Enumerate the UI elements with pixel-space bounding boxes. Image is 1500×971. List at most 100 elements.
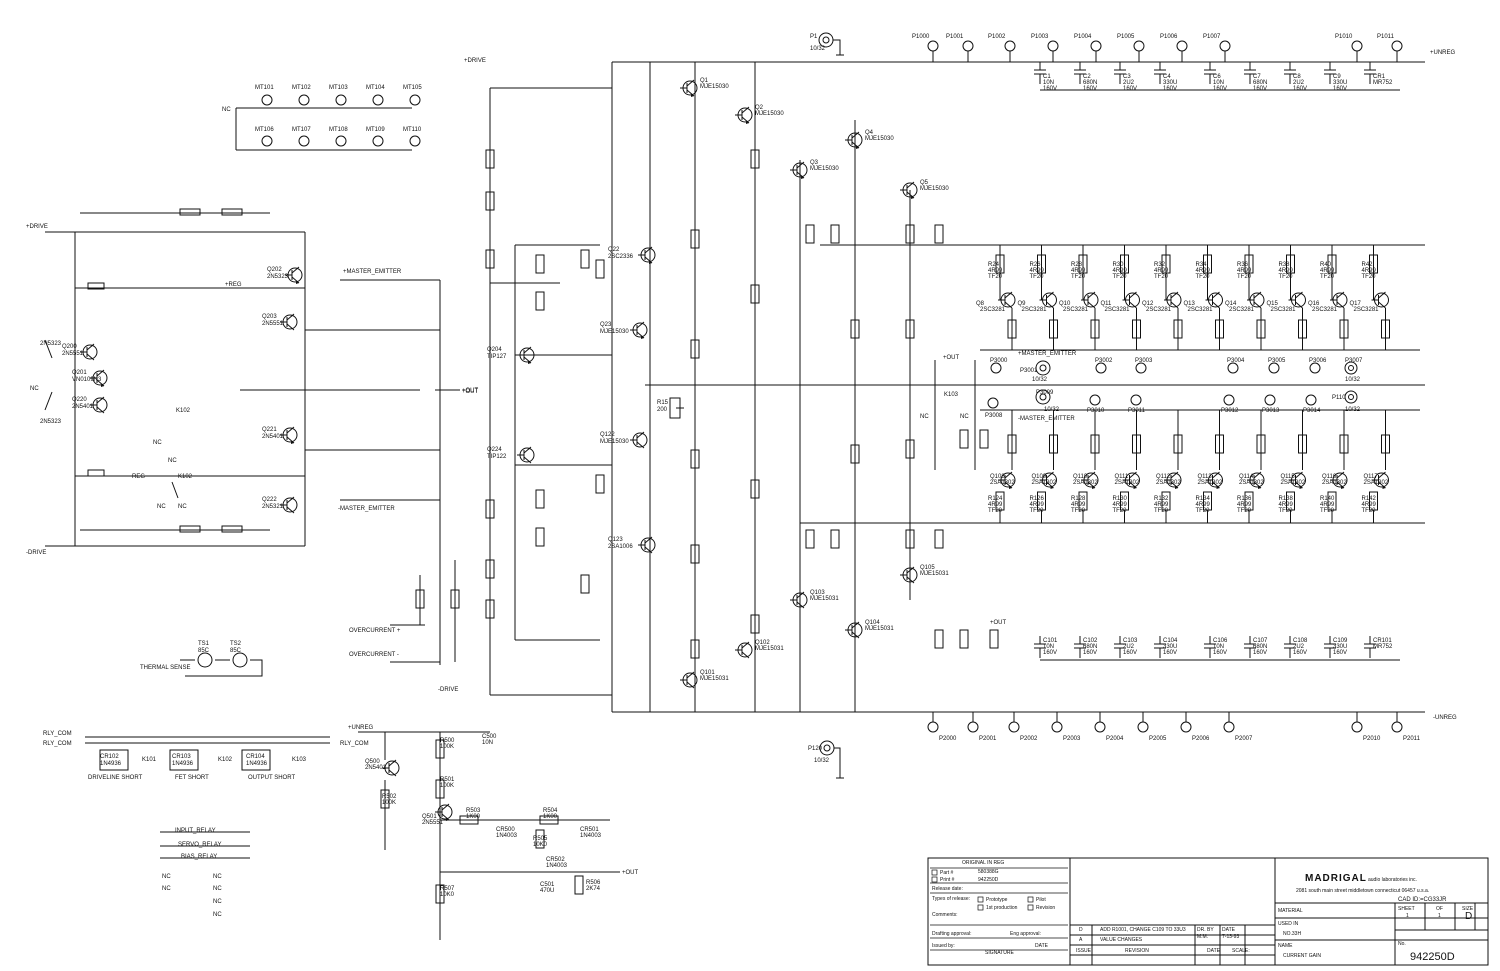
driver-npn-transistor[interactable] [735, 641, 753, 659]
output-npn-transistor[interactable] [1371, 471, 1389, 489]
output-pnp-transistor[interactable] [1039, 291, 1057, 309]
output-npn-transistor[interactable] [1330, 471, 1348, 489]
pin-p2004[interactable]: P2004 [1094, 712, 1124, 742]
servo-part-ref: R506 [586, 880, 601, 886]
output-npn-transistor[interactable] [1122, 471, 1140, 489]
output-npn-transistor[interactable] [1081, 471, 1099, 489]
pin-p3014[interactable]: P3014 [1303, 394, 1321, 414]
connector-p3009[interactable]: P3009 10/32 [1035, 389, 1060, 413]
trimmer-r15[interactable]: R15 200 [657, 397, 684, 419]
output-npn-emitter-resistor [1090, 434, 1100, 454]
driver-npn-transistor[interactable] [680, 671, 698, 689]
output-pnp-transistor[interactable] [998, 291, 1016, 309]
connector-p120[interactable]: P120 10/32 [808, 740, 844, 779]
servo-part-value: 1K00 [466, 814, 481, 820]
svg-text:P3014: P3014 [1303, 408, 1321, 414]
pin-p2005[interactable]: P2005 [1137, 712, 1167, 742]
pin-p3013[interactable]: P3013 [1262, 394, 1280, 414]
pin-p1001[interactable]: P1001 [946, 34, 974, 62]
pin-p3002[interactable]: P3002 [1095, 358, 1113, 374]
pin-p3000[interactable]: P3000 [990, 358, 1008, 374]
connector-p1[interactable]: P1 10/32 [810, 32, 844, 56]
mid-transistor[interactable] [517, 446, 535, 464]
driver-pnp-transistor[interactable] [735, 106, 753, 124]
output-pnp-transistor[interactable] [1371, 291, 1389, 309]
output-npn-resistor-ref: R130 [1113, 496, 1128, 502]
svg-text:NC: NC [213, 874, 222, 880]
left-transistor[interactable] [280, 313, 298, 331]
left-transistor[interactable] [285, 266, 303, 284]
tb-first-production: 1st production [986, 905, 1018, 911]
output-pnp-transistor[interactable] [1247, 291, 1265, 309]
left-transistor[interactable] [90, 396, 108, 414]
output-npn-transistor[interactable] [1247, 471, 1265, 489]
pin-p1010[interactable]: P1010 [1335, 34, 1363, 62]
output-pnp-transistor[interactable] [1205, 291, 1223, 309]
servo-transistor[interactable] [382, 759, 400, 777]
top-cap [1154, 62, 1166, 84]
pin-p1005[interactable]: P1005 [1117, 34, 1145, 62]
top-cap-value: 680N [1253, 80, 1267, 86]
output-pnp-transistor[interactable] [1288, 291, 1306, 309]
bottom-cap-ref: C108 [1293, 638, 1308, 644]
pin-p3005[interactable]: P3005 [1268, 358, 1286, 374]
title-block [927, 857, 1489, 966]
pin-p2001[interactable]: P2001 [967, 712, 997, 742]
output-pnp-part: 2SC3281 [1312, 307, 1338, 313]
mid-transistor-part: MJE15030 [600, 329, 629, 335]
pin-p3010[interactable]: P3010 [1087, 394, 1105, 414]
pin-p2003[interactable]: P2003 [1051, 712, 1081, 742]
pin-p3006[interactable]: P3006 [1309, 358, 1327, 374]
servo-part-ref: C501 [540, 882, 555, 888]
pin-p2010[interactable]: P2010 [1351, 712, 1381, 742]
mid-transistor[interactable] [630, 321, 648, 339]
pin-p2002[interactable]: P2002 [1008, 712, 1038, 742]
left-transistor[interactable] [90, 369, 108, 387]
output-npn-transistor[interactable] [1288, 471, 1306, 489]
pin-p1007[interactable]: P1007 [1203, 34, 1231, 62]
servo-part-value: 1N4003 [546, 863, 568, 869]
pin-p1002[interactable]: P1002 [988, 34, 1016, 62]
output-npn-transistor[interactable] [998, 471, 1016, 489]
connector-p3001[interactable]: P3001 10/32 [1020, 360, 1051, 383]
output-pnp-transistor[interactable] [1122, 291, 1140, 309]
pin-p3008[interactable]: P3008 [985, 397, 1003, 419]
output-pnp-resistor-value: 4R99 [1030, 268, 1045, 274]
pin-p1006[interactable]: P1006 [1160, 34, 1188, 62]
pin-p1011[interactable]: P1011 [1377, 34, 1403, 62]
output-npn-resistor-ref: R134 [1196, 496, 1211, 502]
pin-p1000[interactable]: P1000 [912, 34, 939, 62]
left-transistor[interactable] [80, 343, 98, 361]
pin-p2011[interactable]: P2011 [1391, 712, 1421, 742]
pin-p2006[interactable]: P2006 [1180, 712, 1210, 742]
output-pnp-transistor[interactable] [1081, 291, 1099, 309]
left-transistor[interactable] [280, 496, 298, 514]
bottom-cap-voltage: 160V [1253, 650, 1267, 656]
pin-p2007[interactable]: P2007 [1223, 712, 1253, 742]
overcurrent-section [390, 560, 460, 663]
mid-transistor[interactable] [630, 431, 648, 449]
output-pnp-resistor-ref: R40 [1320, 262, 1332, 268]
top-cap-ref: C3 [1123, 74, 1131, 80]
servo-transistor[interactable] [435, 803, 453, 821]
output-npn-transistor[interactable] [1164, 471, 1182, 489]
pin-p3003[interactable]: P3003 [1135, 358, 1153, 374]
driver-pnp-transistor[interactable] [680, 79, 698, 97]
mid-transistor[interactable] [638, 536, 656, 554]
bottom-cap-ref: C109 [1333, 638, 1348, 644]
left-transistor[interactable] [280, 426, 298, 444]
pin-p1004[interactable]: P1004 [1074, 34, 1102, 62]
pin-p1003[interactable]: P1003 [1031, 34, 1059, 62]
bottom-cap [1324, 636, 1336, 658]
output-npn-transistor[interactable] [1039, 471, 1057, 489]
pin-p3012[interactable]: P3012 [1221, 394, 1239, 414]
output-npn-transistor[interactable] [1205, 471, 1223, 489]
pin-p3004[interactable]: P3004 [1227, 358, 1245, 374]
pin-p2000[interactable]: P2000 [927, 712, 957, 742]
output-pnp-transistor[interactable] [1330, 291, 1348, 309]
output-pnp-transistor[interactable] [1164, 291, 1182, 309]
svg-text:K102: K102 [176, 408, 191, 414]
